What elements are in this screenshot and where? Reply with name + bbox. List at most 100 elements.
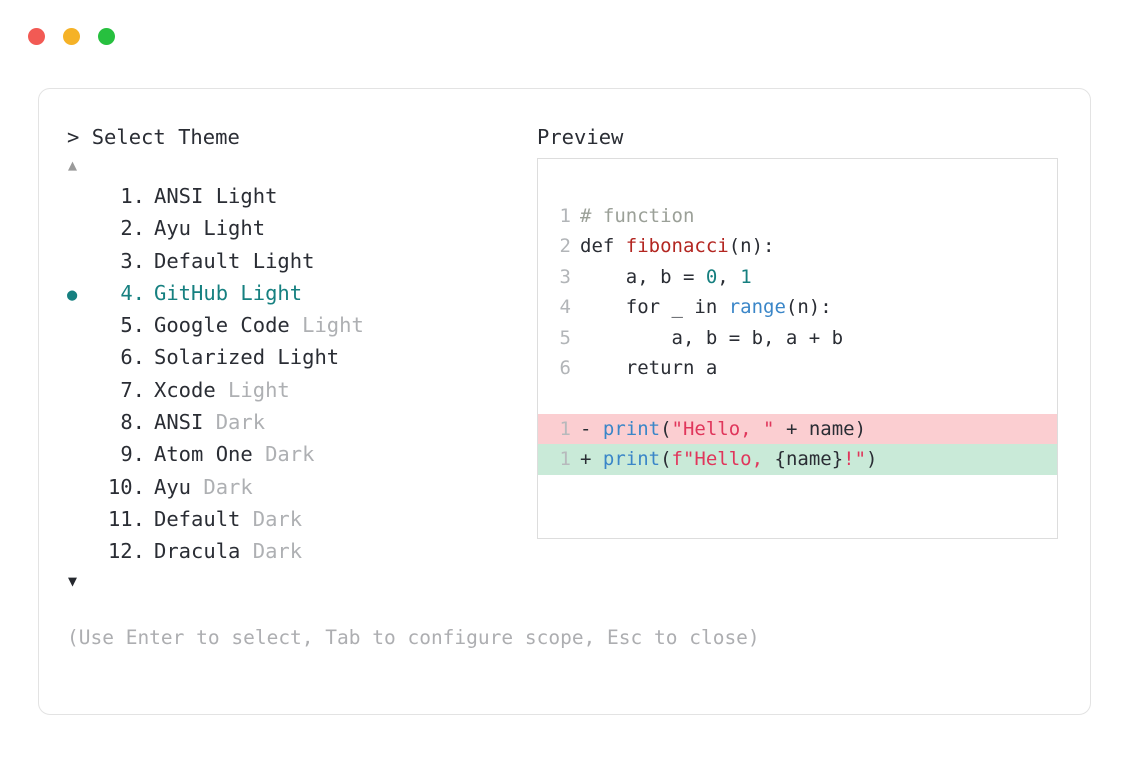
scroll-down-arrow-icon[interactable]: ▼ [68,571,78,590]
code-token-num: 1 [740,265,752,288]
theme-item-number: 9. [120,442,145,467]
code-line-text: return a [580,353,1057,383]
theme-item-number: 3. [120,248,145,273]
code-line-text: def fibonacci(n): [580,231,1057,261]
minimize-window-button[interactable] [63,28,80,45]
code-line: 3 a, b = 0, 1 [538,262,1057,292]
code-token-plain: a, b = [580,265,706,288]
theme-item-name: ANSI [154,410,204,435]
bullet-placeholder [67,506,97,536]
code-token-plain: for _ in [580,296,729,319]
theme-item-name: Dracula [154,539,241,564]
code-line: 2 def fibonacci(n): [538,231,1057,261]
code-line-text: a, b = 0, 1 [580,262,1057,292]
code-token-plain: (n): [785,296,832,319]
code-line-text: for _ in range(n): [580,292,1057,322]
bullet-placeholder [67,538,97,568]
code-line-number: 2 [559,235,571,258]
page-title-text: Select Theme [91,125,240,149]
theme-list-item[interactable]: 1. ANSI Light [67,181,537,213]
code-token-plain: a, b = b, a + b [580,326,844,349]
scroll-up-arrow-icon[interactable]: ▲ [68,156,78,174]
theme-item-number: 8. [120,410,145,435]
theme-item-variant: Dark [252,442,315,467]
code-token-builtin: range [728,296,786,319]
theme-item-number: 5. [120,313,145,338]
theme-item-variant: Dark [240,539,303,564]
code-line: 4 for _ in range(n): [538,292,1057,322]
code-token-str: "Hello, " [671,417,775,440]
code-line-number: 5 [559,326,571,349]
theme-list-item[interactable]: 2. Ayu Light [67,213,537,245]
theme-item-name: Ayu Light [154,216,266,241]
code-line-number: 4 [559,296,571,319]
theme-list-item[interactable]: 11.Default Dark [67,504,537,536]
selector-columns: > Select Theme ▲ 1. ANSI Light 2. Ayu Ligh… [67,123,1062,593]
theme-list[interactable]: 1. ANSI Light 2. Ayu Light 3. Default Light… [67,181,537,569]
diff-line-text: print("Hello, " + name) [603,414,1057,444]
theme-item-variant: Dark [203,410,266,435]
theme-list-item[interactable]: 7. Xcode Light [67,375,537,407]
bullet-placeholder [67,183,97,213]
selected-bullet-icon: ● [67,284,78,305]
bullet-placeholder [67,441,97,471]
code-token-plain: ) [866,448,878,471]
theme-list-item[interactable]: 6.Solarized Light [67,342,537,374]
theme-item-variant: Dark [191,474,253,499]
code-token-str: f"Hello, [671,448,775,471]
code-token-plain: , [717,265,741,288]
bullet-placeholder [67,409,97,439]
code-token-plain: + name) [774,417,867,440]
theme-item-number: 7. [120,377,145,402]
theme-item-name: Default [154,506,241,531]
theme-item-number: 1. [120,184,145,208]
theme-list-column: > Select Theme ▲ 1. ANSI Light 2. Ayu Ligh… [67,123,537,593]
theme-item-name: Solarized Light [154,345,340,370]
code-token-builtin: print [602,448,661,471]
theme-list-item[interactable]: ● 4. GitHub Light [67,278,537,310]
bullet-placeholder [67,344,97,374]
theme-item-variant: Light [215,377,290,402]
theme-list-item[interactable]: 9.Atom One Dark [67,439,537,471]
code-token-plain: ( [660,417,672,440]
code-line: 5 a, b = b, a + b [538,323,1057,353]
code-line-number: 6 [559,357,571,380]
code-token-fn: fibonacci [625,235,729,258]
bullet-placeholder [67,215,97,245]
code-token-plain: (n): [728,235,775,258]
theme-item-number: 2. [120,216,145,241]
theme-list-item[interactable]: 10.Ayu Dark [67,472,537,504]
theme-item-number: 12. [107,539,145,564]
theme-list-item[interactable]: 3. Default Light [67,246,537,278]
theme-list-item[interactable]: 8. ANSI Dark [67,407,537,439]
theme-item-name: GitHub Light [154,280,303,305]
prompt-caret-icon: > [67,125,80,149]
theme-item-name: Ayu [154,474,192,499]
theme-item-variant: Dark [240,506,303,531]
code-line-number: 1 [559,205,571,227]
diff-sign-plus: + [580,448,603,471]
theme-item-name: Xcode [154,377,216,402]
theme-list-item[interactable]: 5.Google Code Light [67,310,537,342]
code-token-kw: def [580,235,626,258]
theme-item-name: Default Light [154,248,315,273]
code-line-text: # function [580,201,1057,231]
diff-sign-minus: - [580,417,603,440]
maximize-window-button[interactable] [98,28,115,45]
diff-line-minus: 1- print("Hello, " + name) [538,413,1057,445]
bullet-placeholder [67,377,97,407]
theme-item-variant: Light [289,313,364,338]
theme-item-number: 4. [120,280,145,305]
theme-list-item[interactable]: 12. Dracula Dark [67,536,537,568]
close-window-button[interactable] [28,28,45,45]
code-line: 1 # function [538,201,1057,231]
code-token-comment: # function [580,205,695,227]
diff-line-text: print(f"Hello, {name}!") [603,444,1057,474]
theme-item-name: ANSI Light [154,184,278,208]
code-token-num: 0 [705,265,718,288]
diff-line-number: 1 [559,417,571,440]
code-blank-line [538,383,1057,413]
